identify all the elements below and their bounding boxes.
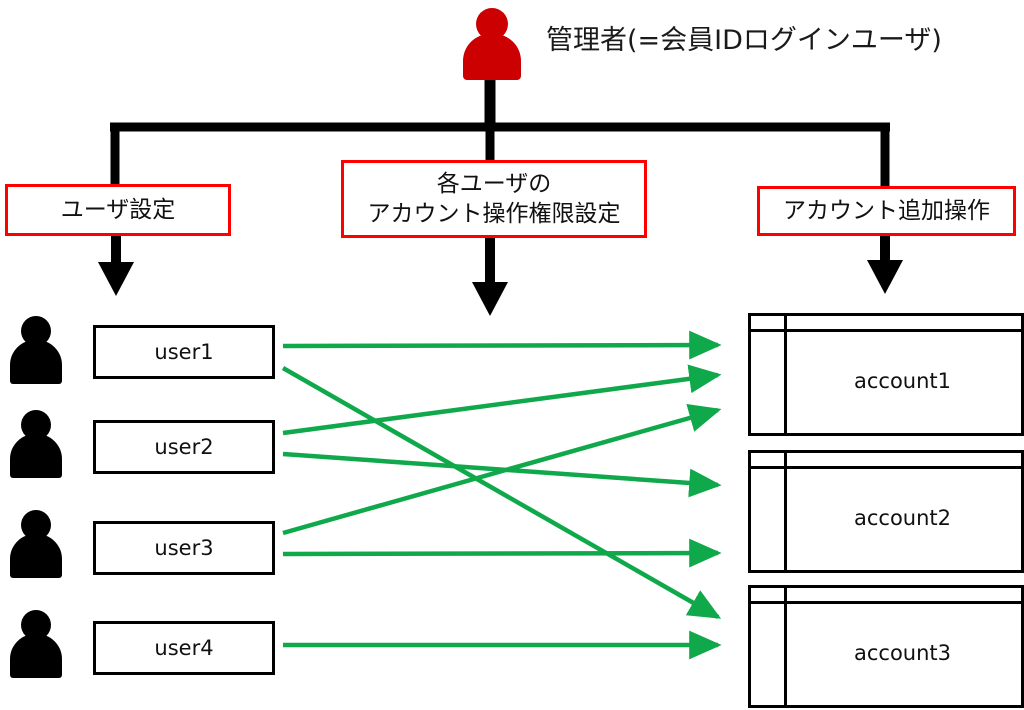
user-box-label: user1 bbox=[154, 340, 214, 364]
label-user-setting: ユーザ設定 bbox=[5, 184, 231, 236]
account-box-2[interactable]: account2 bbox=[748, 450, 1024, 573]
account-box-header-row bbox=[751, 316, 1021, 332]
account-box-label: account2 bbox=[853, 506, 952, 530]
user-person-icon-2 bbox=[10, 410, 62, 478]
mapping-arrow-user1-account3 bbox=[281, 366, 722, 619]
user-body-shape bbox=[10, 634, 62, 678]
account-box-1[interactable]: account1 bbox=[748, 313, 1024, 436]
user-box-label: user4 bbox=[154, 636, 214, 660]
mapping-arrow-user3-account1-b bbox=[282, 403, 722, 536]
user-person-icon-3 bbox=[10, 510, 62, 578]
label-permission-setting-line1: 各ユーザの bbox=[436, 170, 552, 197]
user-body-shape bbox=[10, 434, 62, 478]
admin-person-icon bbox=[463, 8, 521, 80]
user-person-icon-1 bbox=[10, 316, 62, 384]
account-box-left-column bbox=[751, 316, 787, 433]
admin-trunk-connector bbox=[110, 80, 890, 188]
label-account-add-text: アカウント追加操作 bbox=[783, 197, 990, 224]
down-arrow-account-add bbox=[867, 228, 903, 294]
account-box-left-column bbox=[751, 588, 787, 705]
account-box-left-column bbox=[751, 453, 787, 570]
label-user-setting-text: ユーザ設定 bbox=[60, 196, 176, 223]
user-box-label: user3 bbox=[154, 536, 214, 560]
down-arrow-permission-setting bbox=[472, 230, 508, 316]
label-account-add: アカウント追加操作 bbox=[757, 186, 1016, 236]
down-arrow-user-setting bbox=[98, 228, 134, 296]
account-box-label: account3 bbox=[853, 641, 952, 665]
label-permission-setting: 各ユーザの アカウント操作権限設定 bbox=[341, 160, 647, 238]
user-body-shape bbox=[10, 340, 62, 384]
user-box-1[interactable]: user1 bbox=[93, 325, 275, 379]
user-person-icon-4 bbox=[10, 610, 62, 678]
account-box-label: account1 bbox=[853, 369, 952, 393]
label-permission-setting-line2: アカウント操作権限設定 bbox=[367, 201, 621, 227]
user-box-2[interactable]: user2 bbox=[93, 420, 275, 474]
mapping-arrows bbox=[281, 330, 722, 660]
user-box-4[interactable]: user4 bbox=[93, 621, 275, 675]
account-box-header-row bbox=[751, 588, 1021, 604]
user-body-shape bbox=[10, 534, 62, 578]
mapping-arrow-user2-account1-a bbox=[282, 364, 722, 436]
account-box-header-row bbox=[751, 453, 1021, 469]
mapping-arrow-user3-account2-b bbox=[282, 538, 722, 568]
diagram-title: 管理者(=会員IDログインユーザ) bbox=[546, 25, 942, 56]
user-box-3[interactable]: user3 bbox=[93, 521, 275, 575]
mapping-arrow-user1-account1 bbox=[282, 330, 722, 360]
account-box-3[interactable]: account3 bbox=[748, 585, 1024, 708]
admin-body-shape bbox=[463, 34, 521, 80]
user-box-label: user2 bbox=[154, 435, 214, 459]
